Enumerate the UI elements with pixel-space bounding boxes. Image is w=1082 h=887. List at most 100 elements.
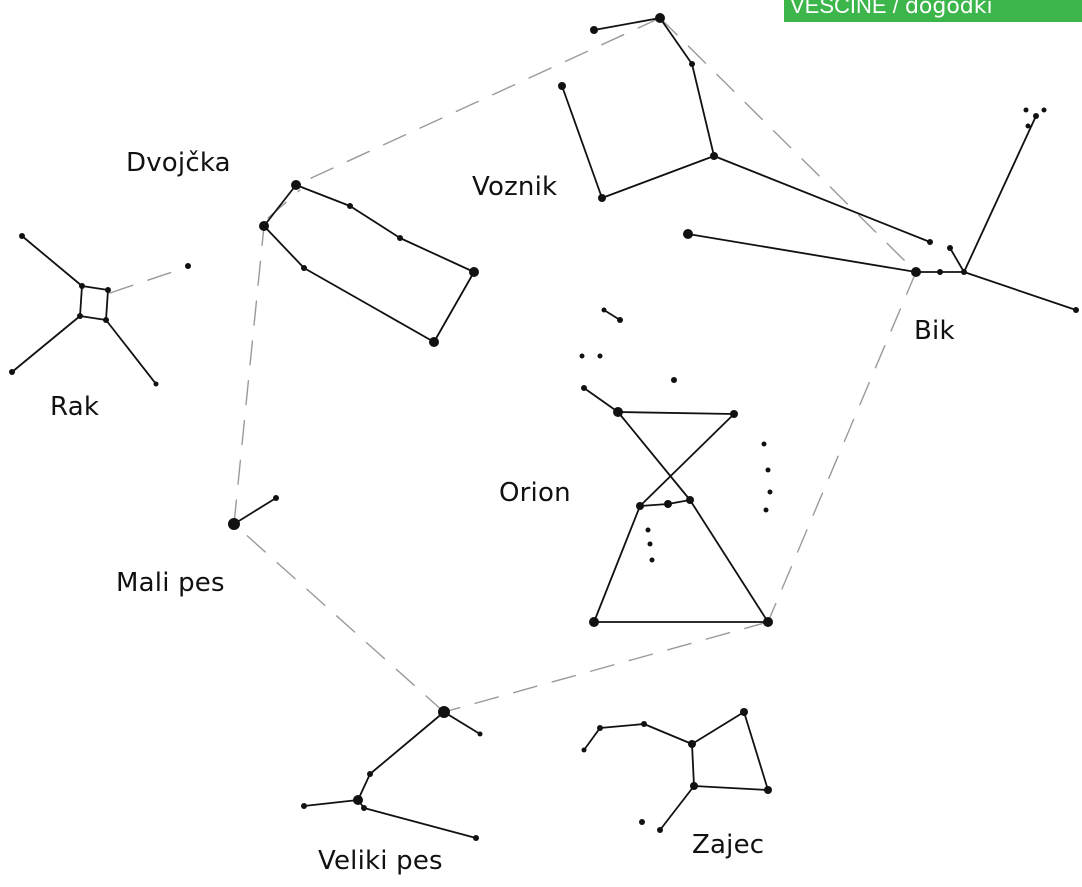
velikipes-line: [369, 711, 445, 775]
zajec-star: [764, 786, 772, 794]
guide-line: [233, 523, 445, 713]
rak-line: [21, 235, 83, 287]
orion-line: [689, 499, 769, 623]
label-bik: Bik: [914, 316, 955, 346]
zajec-star: [690, 782, 698, 790]
velikipes-star: [301, 803, 307, 809]
orion-star: [649, 557, 655, 563]
zajec-line: [643, 723, 693, 745]
orion-line: [583, 387, 619, 413]
rak-star: [103, 317, 109, 323]
bik-star: [961, 269, 967, 275]
orion-star: [664, 500, 672, 508]
bik-star: [1033, 113, 1039, 119]
voznik-star: [689, 61, 695, 67]
label-rak: Rak: [50, 392, 100, 422]
dvojcka-star: [259, 221, 269, 231]
orion-star: [763, 507, 769, 513]
guide-line: [233, 225, 265, 525]
voznik-line: [601, 155, 715, 199]
dvojcka-line: [349, 205, 401, 239]
label-dvojcka: Dvojčka: [126, 148, 231, 178]
rak-line: [105, 319, 157, 385]
voznik-star: [927, 239, 933, 245]
bik-star: [1023, 107, 1029, 113]
orion-line: [603, 309, 621, 321]
orion-star: [589, 617, 599, 627]
zajec-star: [740, 708, 748, 716]
rak-star: [185, 263, 191, 269]
dvojcka-line: [399, 237, 475, 273]
orion-line: [593, 505, 641, 623]
bik-star: [937, 269, 943, 275]
orion-line: [639, 413, 735, 507]
header-banner: VEŠČINE / dogodki: [784, 0, 1082, 22]
bik-star: [1041, 107, 1047, 113]
dvojcka-line: [263, 184, 297, 227]
guide-line: [767, 271, 917, 623]
rak-line: [81, 285, 109, 291]
velikipes-line: [443, 711, 481, 735]
orion-star: [579, 353, 585, 359]
orion-line: [617, 411, 735, 415]
orion-star: [686, 496, 694, 504]
orion-star: [763, 617, 773, 627]
rak-line: [105, 289, 109, 321]
dvojcka-star: [397, 235, 403, 241]
velikipes-star: [361, 805, 367, 811]
orion-star: [647, 541, 653, 547]
guide-line: [659, 17, 917, 273]
velikipes-star: [438, 706, 450, 718]
zajec-line: [659, 785, 695, 831]
rak-star: [77, 313, 83, 319]
dvojcka-line: [303, 267, 435, 343]
dvojcka-star: [469, 267, 479, 277]
dvojcka-star: [429, 337, 439, 347]
zajec-star: [639, 819, 645, 825]
guide-line: [109, 265, 191, 294]
orion-star: [617, 317, 623, 323]
voznik-line: [713, 155, 931, 243]
bik-star: [683, 229, 693, 239]
malipes-star: [273, 495, 279, 501]
zajec-line: [583, 727, 601, 751]
malipes-star: [228, 518, 240, 530]
bik-star: [947, 245, 953, 251]
bik-star: [1025, 123, 1031, 129]
guide-line: [295, 17, 661, 186]
rak-star: [9, 369, 15, 375]
rak-line: [11, 315, 81, 373]
zajec-star: [597, 725, 603, 731]
velikipes-star: [473, 835, 479, 841]
zajec-star: [581, 747, 587, 753]
orion-star: [645, 527, 651, 533]
dvojcka-star: [291, 180, 301, 190]
zajec-star: [657, 827, 663, 833]
zajec-line: [743, 711, 769, 791]
rak-star: [105, 287, 111, 293]
voznik-line: [593, 17, 661, 31]
velikipes-star: [367, 771, 373, 777]
orion-star: [597, 353, 603, 359]
velikipes-star: [353, 795, 363, 805]
rak-star: [19, 233, 25, 239]
orion-star: [730, 410, 738, 418]
velikipes-star: [477, 731, 483, 737]
bik-star: [1073, 307, 1079, 313]
zajec-star: [641, 721, 647, 727]
rak-line: [79, 285, 83, 317]
voznik-star: [710, 152, 718, 160]
dvojcka-star: [347, 203, 353, 209]
bik-line: [963, 271, 1077, 311]
voznik-line: [659, 17, 693, 65]
zajec-line: [599, 723, 645, 729]
section-label: VEŠČINE /: [790, 0, 899, 18]
velikipes-line: [363, 807, 477, 839]
voznik-line: [691, 63, 715, 157]
voznik-star: [655, 13, 665, 23]
rak-star: [153, 381, 159, 387]
voznik-line: [561, 85, 603, 199]
bik-star: [911, 267, 921, 277]
dvojcka-star: [301, 265, 307, 271]
